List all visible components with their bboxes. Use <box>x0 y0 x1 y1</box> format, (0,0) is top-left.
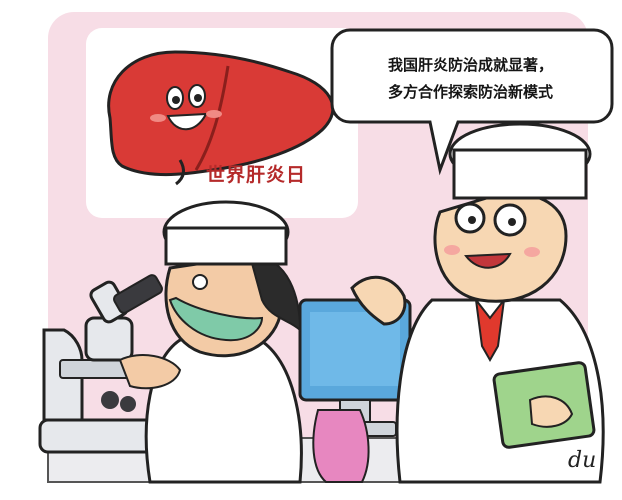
speech-text: 我国肝炎防治成就显著， 多方合作探索防治新模式 <box>343 52 598 106</box>
world-hepatitis-day-label: 世界肝炎日 <box>206 164 307 186</box>
speech-bubble-icon <box>330 28 614 176</box>
doctor-figure <box>350 122 605 484</box>
liver-mascot-icon <box>107 50 335 186</box>
speech-line-1: 我国肝炎防治成就显著， <box>387 56 553 74</box>
pink-chair <box>312 409 370 483</box>
researcher-figure <box>118 200 303 484</box>
artist-signature: du <box>568 448 597 473</box>
speech-line-2: 多方合作探索防治新模式 <box>387 83 553 101</box>
